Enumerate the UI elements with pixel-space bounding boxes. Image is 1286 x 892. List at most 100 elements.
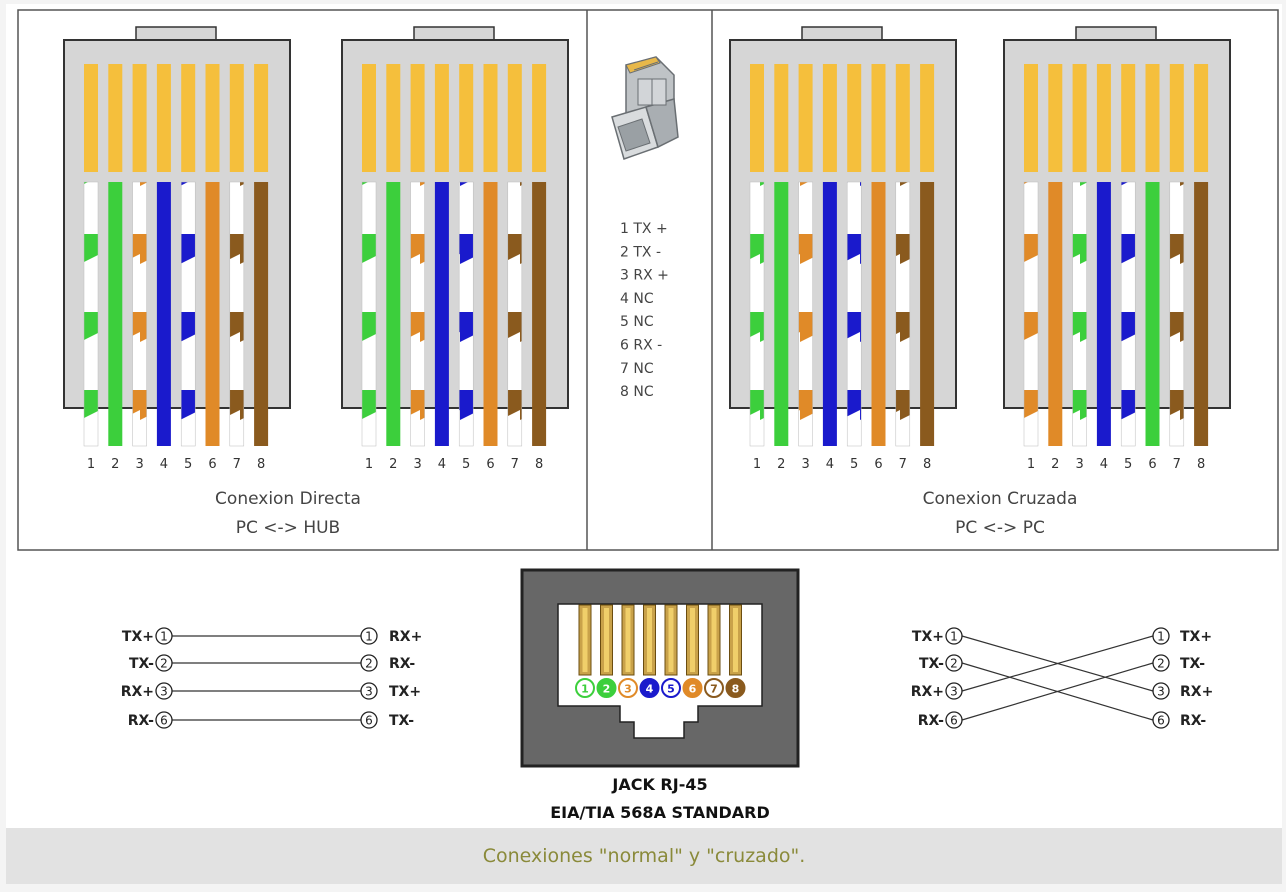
pin-number: 4 (438, 457, 446, 472)
plug-wire (774, 182, 789, 446)
pin-number: 1 (87, 457, 95, 472)
plug-wire (871, 182, 886, 446)
plug-contact (1145, 64, 1160, 172)
wire-line (961, 662, 1154, 721)
plug-contact (798, 64, 813, 172)
pin-number: 5 (462, 457, 470, 472)
plug-contact (822, 64, 837, 172)
pin-number: 8 (257, 457, 265, 472)
pin-circle-number: 3 (1157, 685, 1165, 699)
plug-wire (1120, 181, 1136, 447)
plug-wire (108, 182, 123, 446)
pin-circle-number: 2 (365, 657, 373, 671)
pinout-entry: 3 RX + (620, 268, 669, 284)
pin-circle (1152, 627, 1170, 645)
pin-number: 7 (511, 457, 519, 472)
pin-circle (1152, 711, 1170, 729)
pin-number: 2 (111, 457, 119, 472)
pin-number: 4 (1100, 457, 1108, 472)
jack-pin-number: 2 (603, 683, 611, 696)
jack-pin-number: 7 (710, 683, 718, 696)
jack-pin-marker (639, 678, 660, 698)
pin-circle-number: 3 (950, 685, 958, 699)
plug-wire (1048, 182, 1063, 446)
plug-contact (895, 64, 910, 172)
pin-number: 8 (535, 457, 543, 472)
pin-number: 7 (233, 457, 241, 472)
plug-contact (774, 64, 789, 172)
jack-pin-number: 8 (732, 683, 740, 696)
pin-number: 3 (413, 457, 421, 472)
signal-label: RX- (1180, 713, 1206, 729)
cross-subcaption: PC <-> PC (955, 518, 1045, 538)
plug-body (63, 39, 291, 409)
plug-contact (1072, 64, 1087, 172)
plug-contact (434, 64, 449, 172)
plug-wire (386, 182, 401, 446)
plug-wire (434, 182, 449, 446)
jack-pin-marker (575, 678, 595, 698)
pin-circle (1152, 682, 1170, 700)
jack-contact-highlight (625, 608, 631, 672)
plug-wire (798, 181, 813, 447)
pin-circle-number: 6 (950, 714, 958, 728)
pin-circle (155, 682, 173, 700)
plug-body (1003, 39, 1231, 409)
plug-contact (84, 64, 98, 172)
pin-circle (155, 627, 173, 645)
plug-wire (229, 181, 245, 447)
pin-number: 4 (826, 457, 834, 472)
plug-contact (1096, 64, 1111, 172)
jack-standard: EIA/TIA 568A STANDARD (550, 803, 770, 822)
straight-subcaption: PC <-> HUB (236, 518, 340, 538)
jack-pin-marker (682, 678, 703, 698)
plug-contact (459, 64, 474, 172)
pin-number: 7 (1173, 457, 1181, 472)
plug-contact (156, 64, 171, 172)
jack-pin-number: 4 (646, 683, 654, 696)
plug-wire (458, 181, 474, 447)
pin-circle (155, 711, 173, 729)
jack-pin-marker (618, 678, 638, 698)
plug-wire (410, 181, 425, 447)
pin-number: 3 (135, 457, 143, 472)
signal-label: TX- (389, 713, 414, 729)
plug-wire (749, 181, 765, 447)
plug-wire (361, 181, 377, 447)
pin-circle (155, 654, 173, 672)
plug-panel-frame (17, 9, 1279, 551)
pin-circle-number: 6 (365, 714, 373, 728)
plug-wire (1023, 181, 1039, 447)
pin-circle-number: 2 (950, 657, 958, 671)
plug-wire (1096, 182, 1111, 446)
pinout-entry: 7 NC (620, 361, 654, 377)
figure-caption-bar: Conexiones "normal" y "cruzado". (6, 828, 1282, 884)
pin-number: 2 (1051, 457, 1059, 472)
jack-pin-number: 6 (689, 683, 697, 696)
rj45-connector-icon (611, 56, 679, 160)
pin-circle (945, 627, 963, 645)
signal-label: RX- (389, 656, 415, 672)
plug-contact (507, 64, 522, 172)
plug-wire (83, 181, 99, 447)
pin-number: 2 (389, 457, 397, 472)
pin-circle-number: 3 (160, 685, 168, 699)
pin-number: 6 (486, 457, 494, 472)
plug-contact (254, 64, 269, 172)
cross-caption: Conexion Cruzada (923, 489, 1078, 509)
jack-pin-marker (725, 678, 746, 698)
plug-wire (483, 182, 498, 446)
plug-contact (1194, 64, 1209, 172)
jack-pin-marker (596, 678, 617, 698)
jack-contact-highlight (668, 608, 674, 672)
pin-circle (945, 711, 963, 729)
plug-contact (386, 64, 401, 172)
signal-label: RX+ (121, 684, 154, 700)
signal-label: RX+ (1180, 684, 1213, 700)
pin-circle-number: 2 (160, 657, 168, 671)
